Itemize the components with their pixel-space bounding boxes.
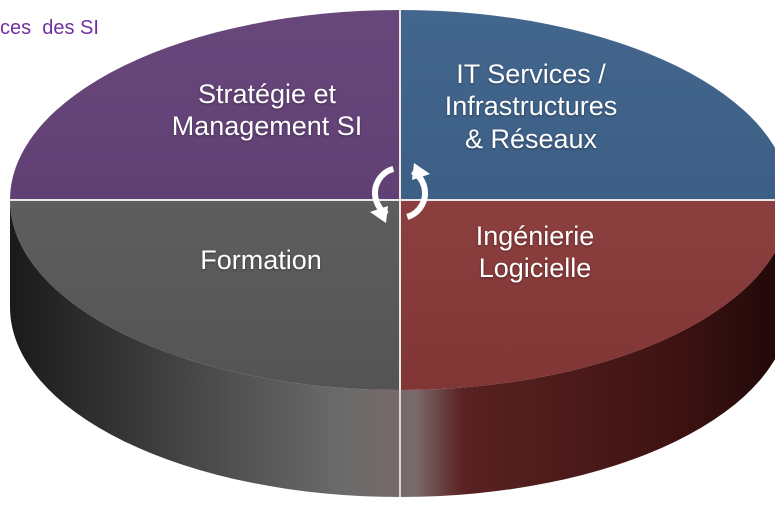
label-it-services: IT Services / Infrastructures & Réseaux <box>400 58 662 155</box>
label-line: Management SI <box>171 111 363 142</box>
label-ingenierie: Ingénierie Logicielle <box>408 220 662 285</box>
label-line: Infrastructures <box>444 91 618 122</box>
label-line: Logicielle <box>478 253 592 284</box>
label-formation: Formation <box>130 244 392 276</box>
label-line: Formation <box>200 245 322 275</box>
corner-title-fragment: ces des SI <box>0 17 99 39</box>
label-line: & Réseaux <box>464 123 598 154</box>
refresh-cycle-icon <box>370 163 430 223</box>
label-line: IT Services / <box>456 59 606 89</box>
pie-side-wall <box>10 200 775 497</box>
label-line: Stratégie et <box>197 79 337 109</box>
label-line: Ingénierie <box>475 221 595 251</box>
label-strategie: Stratégie et Management SI <box>132 78 402 143</box>
